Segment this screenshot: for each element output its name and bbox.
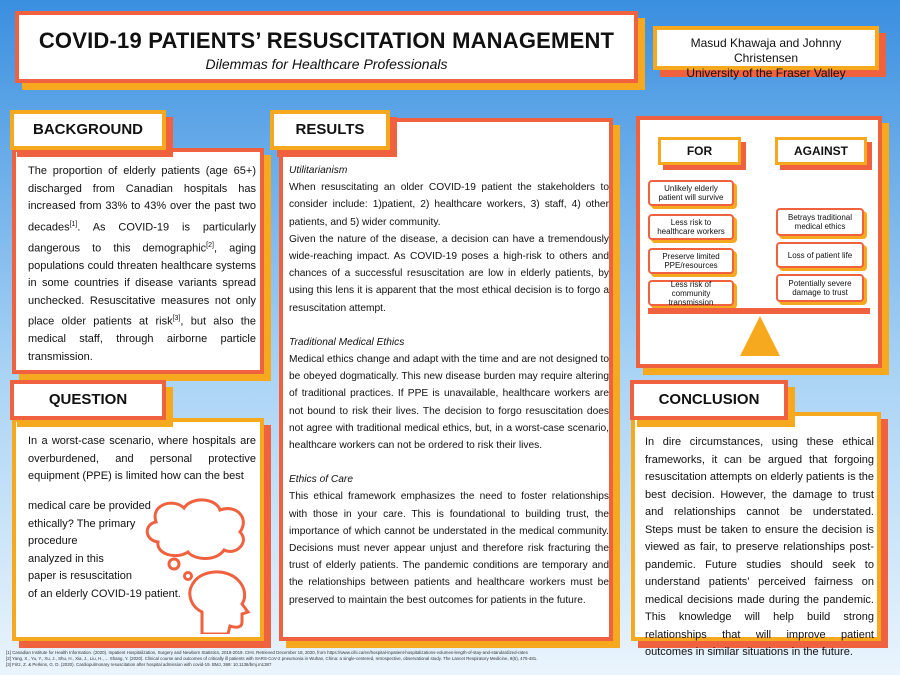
for-item: Unlikely elderly patient will survive bbox=[648, 180, 734, 206]
ethics-of-care-text: This ethical framework emphasizes the ne… bbox=[289, 491, 609, 606]
authors: Masud Khawaja and Johnny Christensen bbox=[690, 36, 842, 65]
question-header: QUESTION bbox=[10, 380, 166, 420]
results-panel bbox=[279, 118, 613, 641]
utilitarianism-stakeholders: When resuscitating an older COVID-19 pat… bbox=[289, 182, 609, 228]
citation-2: [2] bbox=[206, 241, 214, 249]
against-item: Betrays traditional medical ethics bbox=[776, 208, 864, 236]
for-item: Preserve limited PPE/resources bbox=[648, 248, 734, 274]
medical-ethics-text: Medical ethics change and adapt with the… bbox=[289, 354, 609, 452]
poster-subtitle: Dilemmas for Healthcare Professionals bbox=[205, 56, 448, 72]
for-item: Less risk of community transmission bbox=[648, 280, 734, 307]
author-banner: Masud Khawaja and Johnny Christensen Uni… bbox=[653, 26, 879, 80]
balance-scale-icon: FOR AGAINST Unlikely elderly patient wil… bbox=[636, 116, 882, 368]
reference-3: [3] Fritz, Z. & Perkins, G. D. (2020). C… bbox=[6, 662, 272, 667]
reference-2: [2] Yang, X., Yu, Y., Xu, J., Shu, H., X… bbox=[6, 656, 538, 661]
utilitarianism-analysis: Given the nature of the disease, a decis… bbox=[289, 233, 609, 314]
for-label: FOR bbox=[658, 137, 741, 165]
conclusion-header: CONCLUSION bbox=[630, 380, 788, 420]
conclusion-panel bbox=[631, 412, 881, 641]
scale-beam bbox=[648, 308, 870, 314]
poster-title: COVID-19 PATIENTS’ RESUSCITATION MANAGEM… bbox=[38, 28, 615, 53]
results-text: Utilitarianism When resuscitating an old… bbox=[289, 162, 609, 609]
thought-bubble-icon bbox=[145, 498, 251, 634]
against-label: AGAINST bbox=[775, 137, 867, 165]
affiliation: University of the Fraser Valley bbox=[686, 66, 846, 80]
conclusion-text: In dire circumstances, using these ethic… bbox=[645, 436, 874, 658]
results-header: RESULTS bbox=[270, 110, 390, 150]
utilitarianism-title: Utilitarianism bbox=[289, 165, 348, 176]
question-text: In a worst-case scenario, where hospital… bbox=[28, 435, 256, 482]
against-item: Loss of patient life bbox=[776, 242, 864, 268]
ethics-of-care-title: Ethics of Care bbox=[289, 474, 353, 486]
background-text: The proportion of elderly patients (age … bbox=[28, 165, 256, 363]
for-item: Less risk to healthcare workers bbox=[648, 214, 734, 240]
against-item: Potentially severe damage to trust bbox=[776, 274, 864, 302]
citation-3: [3] bbox=[172, 315, 181, 323]
citation-1: [1] bbox=[69, 220, 78, 228]
reference-1: [1] Canadian Institute for Health Inform… bbox=[6, 650, 528, 655]
background-panel bbox=[12, 148, 264, 374]
references: [1] Canadian Institute for Health Inform… bbox=[6, 650, 886, 668]
question-text-continued: medical care be provided ethically? The … bbox=[28, 500, 181, 600]
medical-ethics-title: Traditional Medical Ethics bbox=[289, 336, 405, 348]
scale-fulcrum bbox=[740, 316, 780, 356]
title-banner: COVID-19 PATIENTS’ RESUSCITATION MANAGEM… bbox=[15, 11, 638, 83]
background-header: BACKGROUND bbox=[10, 110, 166, 150]
